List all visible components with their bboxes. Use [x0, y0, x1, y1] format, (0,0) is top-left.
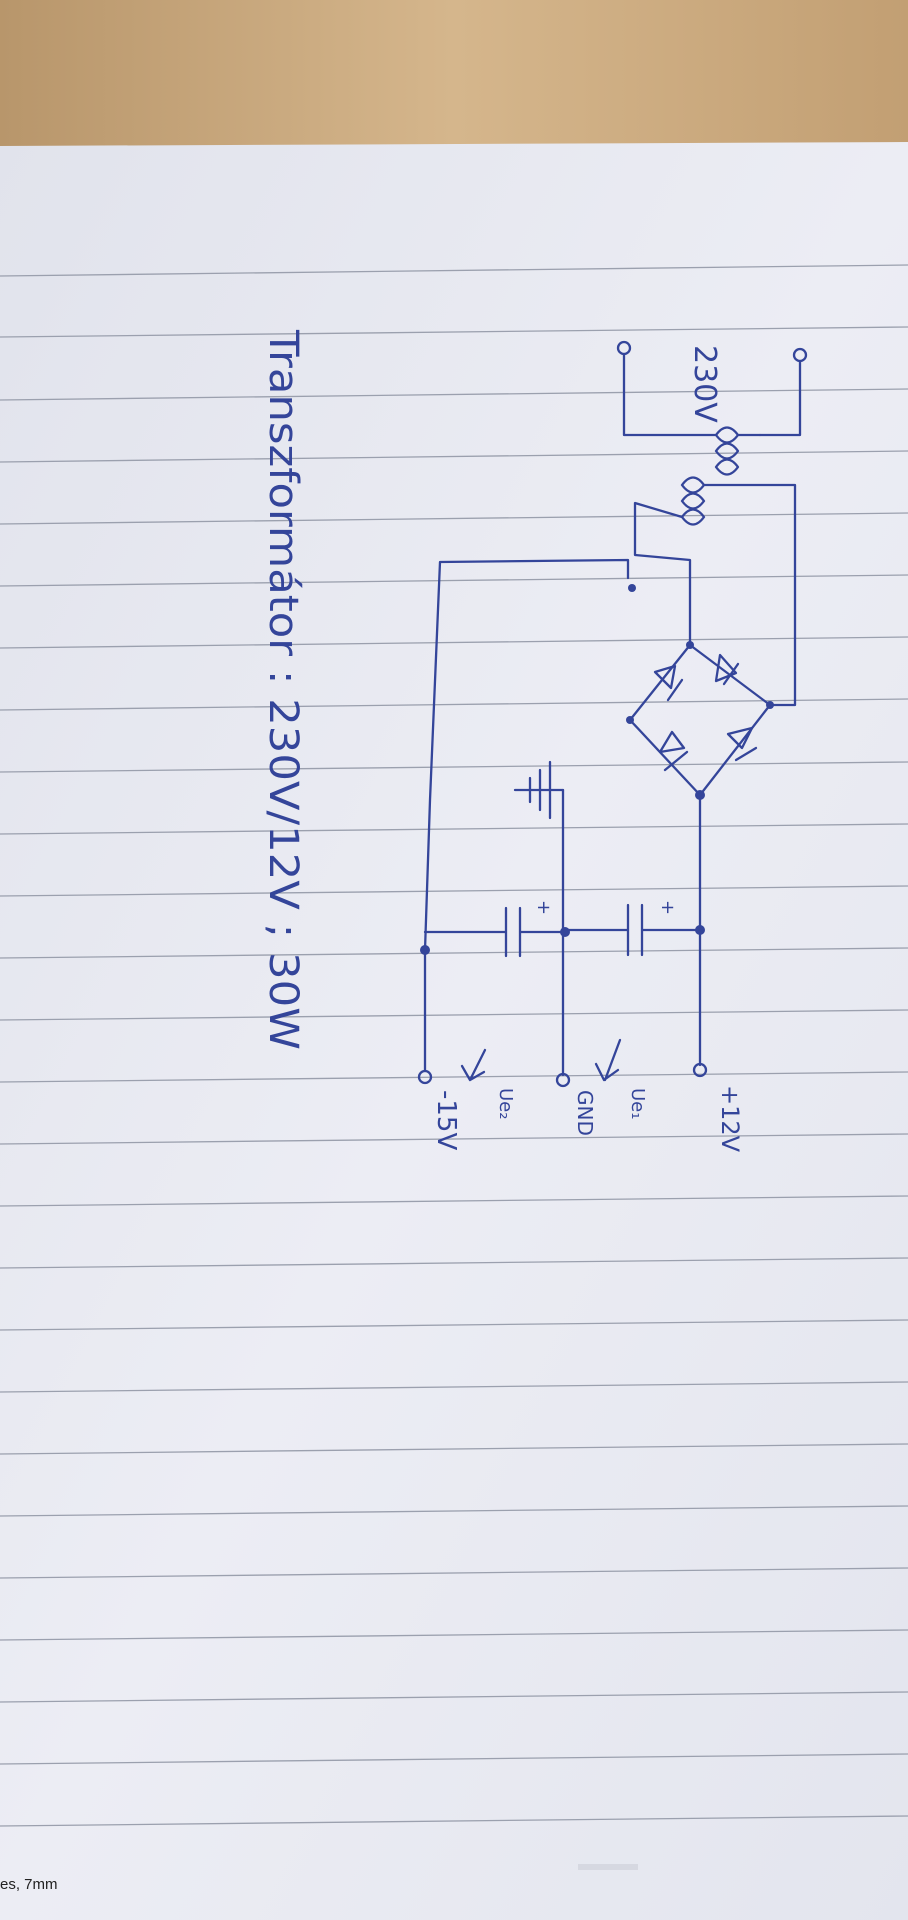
ue1-arrow-icon [594, 1038, 622, 1082]
capacitor-1-icon [563, 903, 702, 957]
terminal-plus12v [692, 1062, 708, 1078]
ue1-label: Ue₁ [627, 1088, 648, 1119]
ruled-lines [0, 264, 908, 1827]
diode-1-icon [714, 653, 740, 686]
capacitor-2-icon [423, 906, 567, 958]
secondary-wires [633, 483, 797, 707]
paper-sheet [0, 142, 908, 1920]
paper-watermark [578, 1864, 638, 1870]
diode-2-icon [726, 726, 758, 762]
diode-3-icon [653, 664, 684, 702]
gnd-label: GND [573, 1090, 597, 1136]
diode-4-icon [658, 730, 689, 772]
transformer-note: Transzformátor : 230V/12V ; 30W [260, 329, 306, 1050]
capacitor-1-plus: + [657, 900, 678, 915]
terminal-gnd [555, 1072, 571, 1088]
primary-coil [714, 426, 762, 476]
paper-margin-text: es, 7mm [0, 1876, 58, 1893]
negative-rail [423, 558, 630, 1072]
plus12v-label: +12V [716, 1085, 744, 1153]
ue2-arrow-icon [460, 1048, 487, 1082]
ue2-label: Ue₂ [495, 1088, 516, 1119]
primary-wires [622, 352, 802, 437]
minus15v-label: -15V [431, 1090, 461, 1150]
input-voltage-label: 230V [687, 345, 722, 423]
capacitor-2-plus: + [533, 900, 554, 915]
ground-symbol-icon [513, 760, 565, 820]
terminal-minus15v [417, 1069, 433, 1085]
